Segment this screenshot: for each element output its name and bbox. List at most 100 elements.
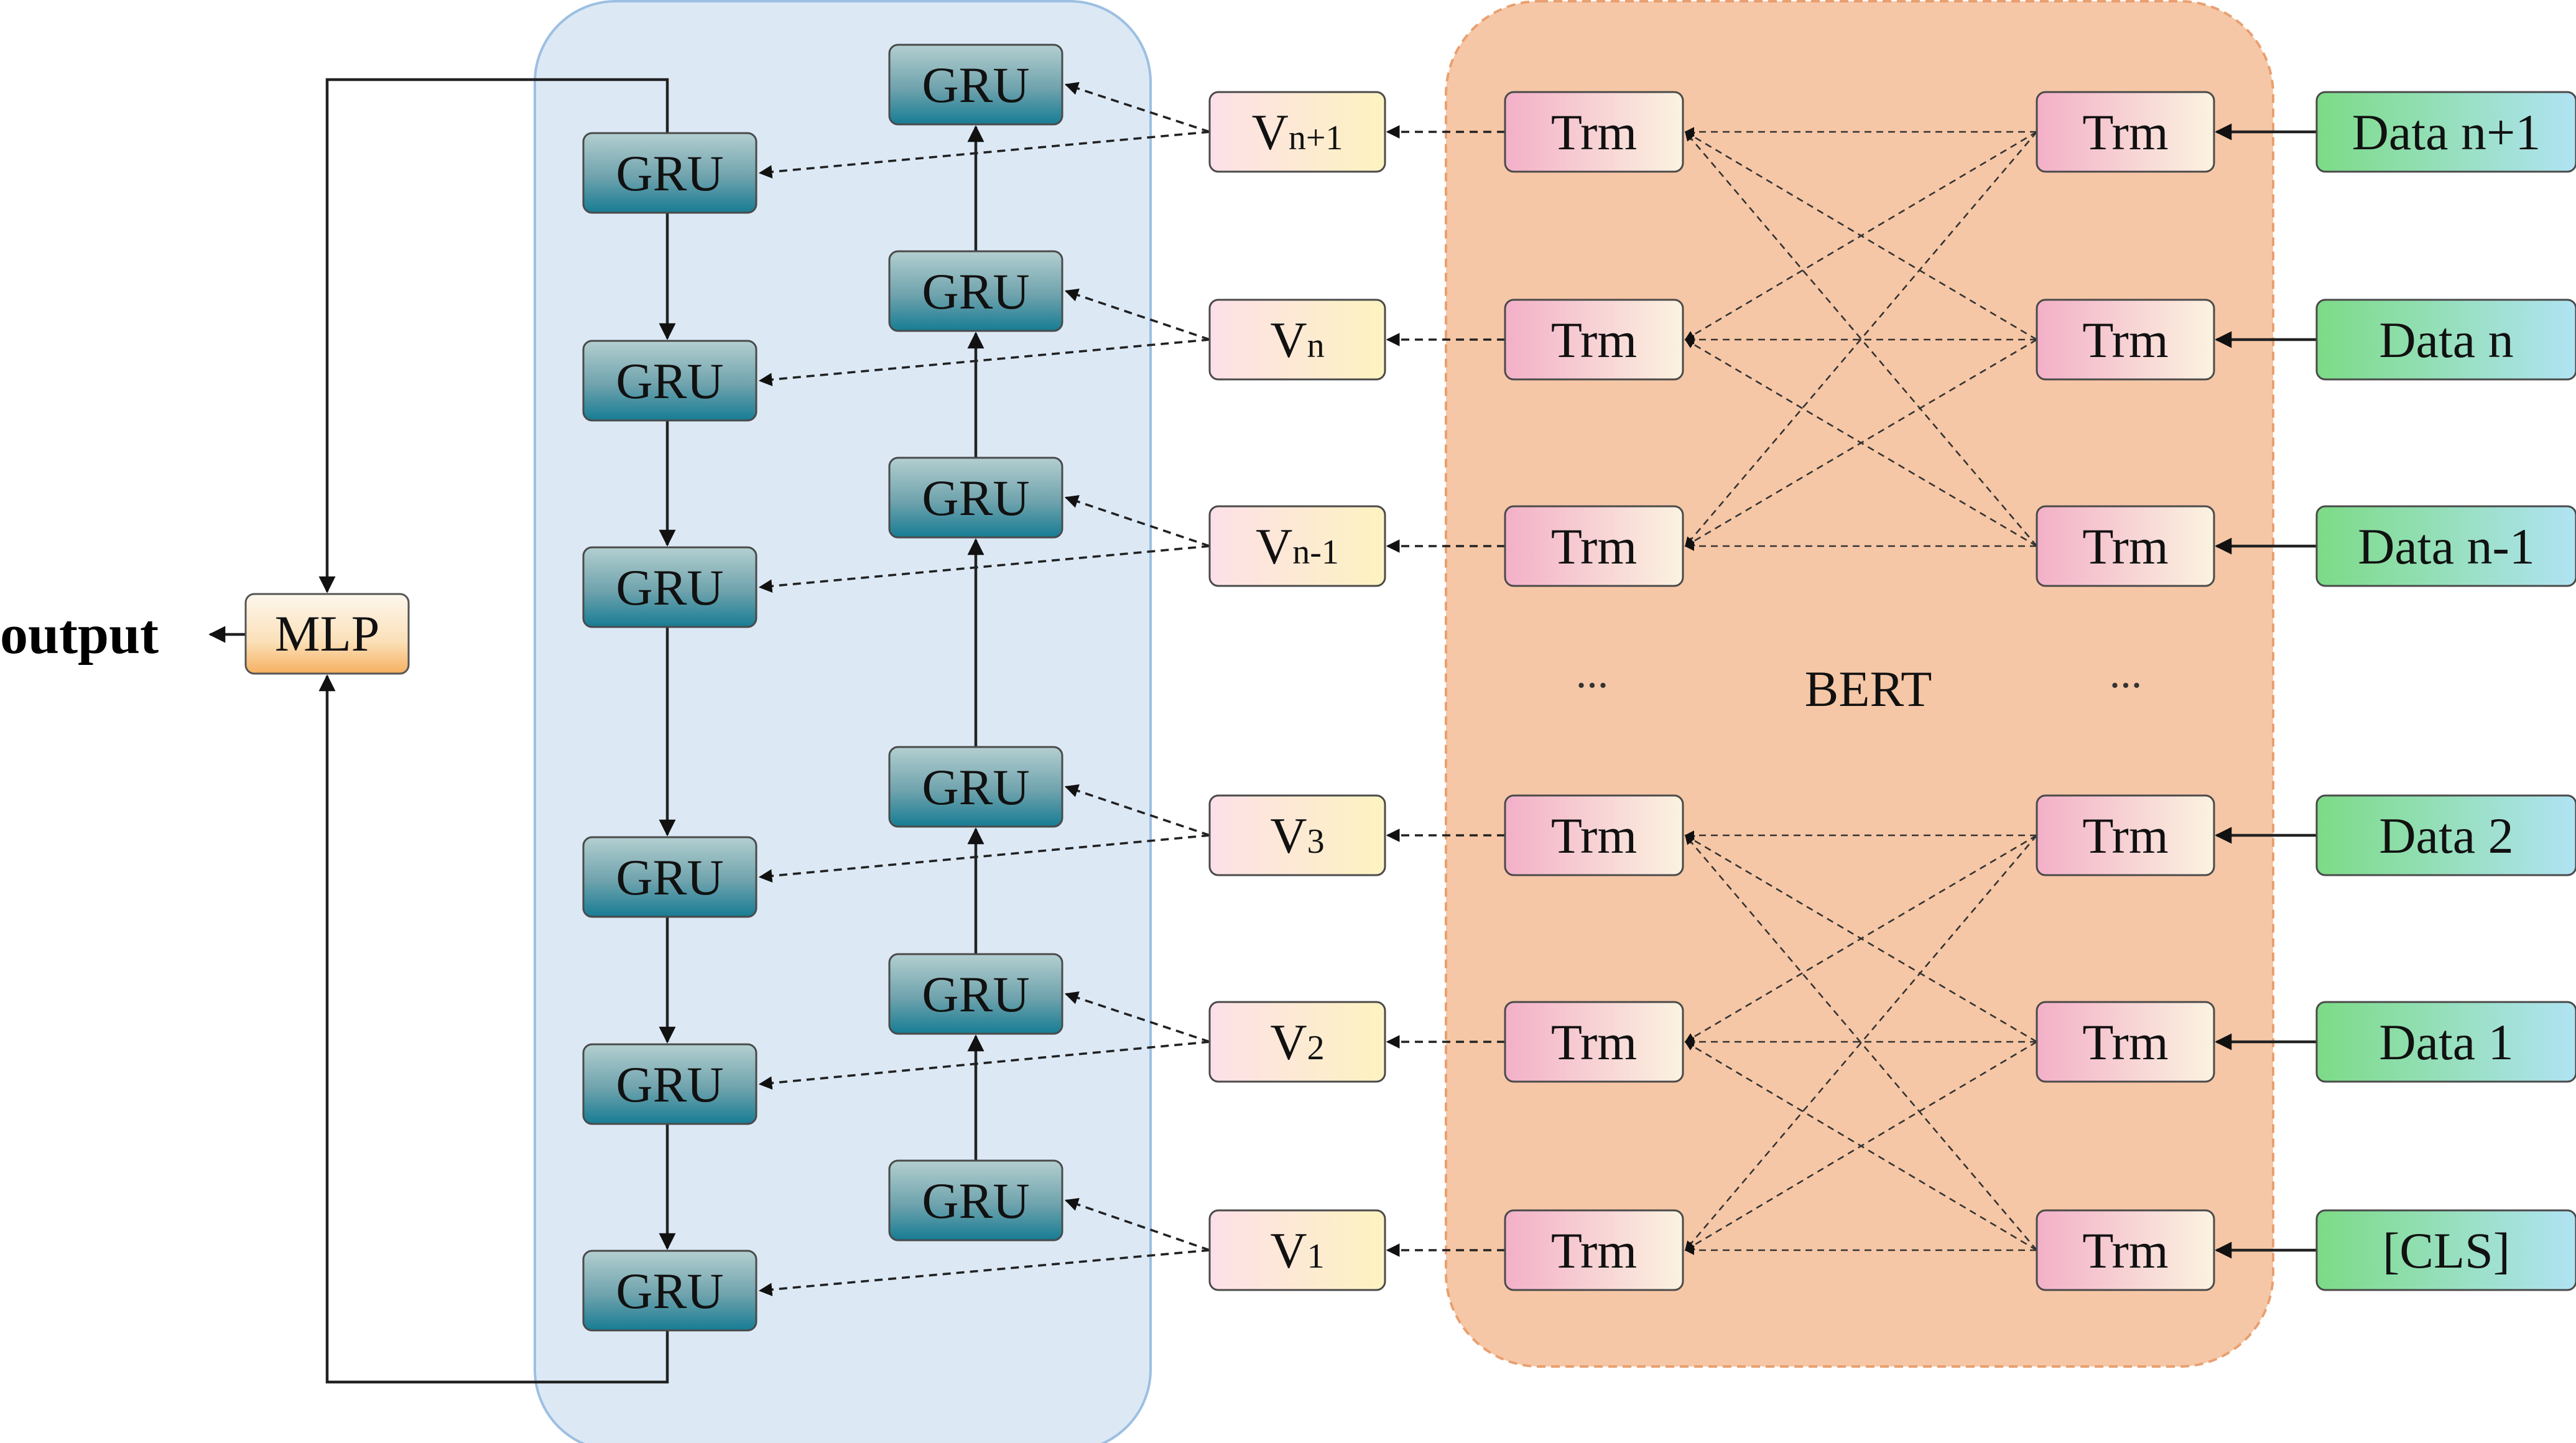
trm-box: Trm: [2036, 1209, 2215, 1291]
gru-box-label: GRU: [922, 57, 1029, 113]
trm-box-label: Trm: [1551, 518, 1637, 575]
trm-box: Trm: [1504, 794, 1684, 876]
bert-label: BERT: [1805, 661, 1932, 717]
data-box-label: Data 2: [2379, 807, 2513, 864]
v-box-label: V1: [1270, 1222, 1324, 1279]
v-to-gru-arrow: [1064, 288, 1210, 341]
gru-box-label: GRU: [922, 263, 1029, 320]
gru-box: GRU: [888, 250, 1063, 332]
trm-box: Trm: [1504, 505, 1684, 587]
gru-box: GRU: [582, 340, 758, 422]
gru-box-label: GRU: [616, 559, 723, 616]
data-box: Data n+1: [2315, 91, 2576, 173]
v-to-gru-arrow: [758, 1041, 1210, 1090]
gru-box: GRU: [888, 746, 1063, 828]
gru-box-label: GRU: [922, 1172, 1029, 1229]
ellipsis-left: ...: [1576, 649, 1609, 697]
gru-box: GRU: [888, 953, 1063, 1035]
bert-attention-link: [1684, 834, 2037, 1251]
mlp-box: MLP: [244, 593, 410, 675]
v-to-gru-arrow: [758, 545, 1210, 593]
trm-box: Trm: [2036, 91, 2215, 173]
data-box: Data n: [2315, 299, 2576, 381]
v-box: Vn: [1208, 299, 1386, 381]
v-box-label: Vn: [1270, 312, 1324, 368]
data-box: Data 1: [2315, 1001, 2576, 1083]
trm-box-label: Trm: [1551, 1014, 1637, 1070]
gru-box: GRU: [582, 836, 758, 918]
trm-box-label: Trm: [2082, 104, 2168, 160]
v-box: V3: [1208, 794, 1386, 876]
gru-box-label: GRU: [922, 759, 1029, 815]
data-box-label: Data 1: [2379, 1014, 2513, 1070]
gru-box: GRU: [582, 1043, 758, 1125]
trm-box-label: Trm: [2082, 807, 2168, 864]
data-box-label: Data n+1: [2352, 104, 2541, 160]
gru-box: GRU: [888, 1159, 1063, 1241]
v-box-label: Vn-1: [1256, 518, 1339, 575]
v-to-gru-arrow: [758, 1249, 1210, 1297]
v-box-label: V2: [1270, 1014, 1324, 1070]
ellipsis-right: ...: [2110, 649, 2143, 697]
v-box-label: Vn+1: [1252, 104, 1343, 160]
gru-box: GRU: [888, 457, 1063, 539]
gru-box-label: GRU: [922, 470, 1029, 526]
v-to-gru-arrow: [1064, 1198, 1210, 1251]
gru-box: GRU: [888, 44, 1063, 126]
v-to-gru-arrow: [1064, 81, 1210, 133]
bert-attention-link: [1684, 131, 2037, 547]
gru-box: GRU: [582, 132, 758, 214]
v-box: Vn+1: [1208, 91, 1386, 173]
v-box: Vn-1: [1208, 505, 1386, 587]
v-to-gru-arrow: [1064, 494, 1210, 547]
trm-box-label: Trm: [1551, 1222, 1637, 1279]
bert-attention-link: [1684, 131, 2037, 341]
trm-box-label: Trm: [1551, 807, 1637, 864]
data-box-label: Data n: [2379, 312, 2513, 368]
output-label: output: [0, 604, 159, 666]
gru-box-label: GRU: [616, 145, 723, 202]
v-to-gru-arrow: [1064, 784, 1210, 837]
data-box: Data 2: [2315, 794, 2576, 876]
gru-box-label: GRU: [616, 849, 723, 906]
trm-box: Trm: [2036, 1001, 2215, 1083]
trm-box: Trm: [2036, 299, 2215, 381]
v-box: V2: [1208, 1001, 1386, 1083]
trm-box-label: Trm: [2082, 1014, 2168, 1070]
gru-box-label: GRU: [616, 1056, 723, 1113]
data-box: Data n-1: [2315, 505, 2576, 587]
trm-box-label: Trm: [2082, 518, 2168, 575]
trm-box-label: Trm: [2082, 1222, 2168, 1279]
v-to-gru-arrow: [758, 834, 1210, 883]
bert-attention-link: [1684, 1041, 2037, 1251]
gru-box: GRU: [582, 546, 758, 628]
gru-box: GRU: [582, 1250, 758, 1332]
bottom-to-mlp-arrow: [318, 674, 669, 1384]
trm-box: Trm: [1504, 1209, 1684, 1291]
top-to-mlp-arrow: [318, 78, 669, 593]
v-to-gru-arrow: [1064, 991, 1210, 1043]
data-box: [CLS]: [2315, 1209, 2576, 1291]
trm-box-label: Trm: [2082, 312, 2168, 368]
v-to-gru-arrow: [758, 131, 1210, 179]
trm-box: Trm: [1504, 299, 1684, 381]
v-box: V1: [1208, 1209, 1386, 1291]
trm-box-label: Trm: [1551, 312, 1637, 368]
data-box-label: [CLS]: [2383, 1222, 2510, 1279]
v-to-gru-arrow: [758, 338, 1210, 386]
gru-box-label: GRU: [616, 353, 723, 409]
v-box-label: V3: [1270, 807, 1324, 864]
bert-attention-link: [1684, 834, 2037, 1043]
gru-box-label: GRU: [922, 966, 1029, 1023]
trm-box: Trm: [1504, 1001, 1684, 1083]
gru-box-label: GRU: [616, 1263, 723, 1319]
trm-box: Trm: [2036, 505, 2215, 587]
data-box-label: Data n-1: [2358, 518, 2535, 575]
trm-box: Trm: [1504, 91, 1684, 173]
trm-box-label: Trm: [1551, 104, 1637, 160]
mlp-label: MLP: [275, 605, 380, 662]
bert-attention-link: [1684, 338, 2037, 547]
bert-attention-link: [1684, 131, 2037, 547]
trm-box: Trm: [2036, 794, 2215, 876]
